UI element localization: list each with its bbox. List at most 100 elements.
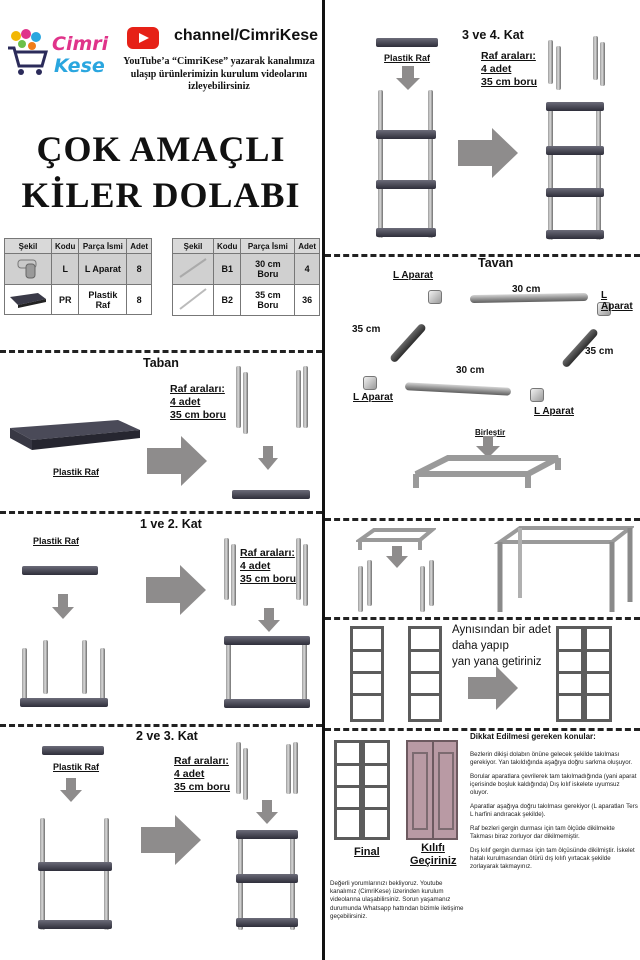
raf-label: Raf araları:: [174, 755, 229, 767]
l-aparat-label: L Aparat: [393, 270, 434, 281]
section-divider: [325, 617, 640, 620]
raf-length: 35 cm boru: [481, 76, 538, 88]
shelf: [376, 130, 436, 139]
pipe-35-image: [172, 284, 214, 316]
pipe-30: [404, 382, 512, 396]
l-aparat-connector: [597, 302, 611, 316]
shelf-label: Plastik Raf: [53, 762, 100, 772]
raf-length: 35 cm boru: [170, 409, 227, 421]
shelf: [236, 918, 298, 927]
shelf: [224, 636, 310, 645]
note-item: Bezlerin dikişi dolabın önüne gelecek şe…: [470, 751, 633, 766]
length-label: 35 cm: [352, 324, 381, 335]
shelf-unit: [408, 626, 442, 722]
roof-frame: [356, 528, 436, 550]
section-divider: [325, 728, 640, 731]
pipe: [243, 372, 248, 434]
raf-info-taban: Raf araları: 4 adet 35 cm boru: [170, 383, 226, 422]
note-item: Raf bezleri gergin durması için tam ölçü…: [470, 825, 615, 840]
pipe: [429, 560, 434, 606]
raf-info-kat12: Raf araları: 4 adet 35 cm boru: [240, 547, 296, 586]
shelf: [22, 566, 98, 575]
table-cell: L: [50, 253, 80, 285]
th-qty: Adet: [294, 238, 320, 254]
pipe: [293, 742, 298, 794]
shelf: [224, 699, 310, 708]
pipe: [358, 566, 363, 612]
arrow-right-icon: [141, 815, 201, 865]
shelf: [42, 746, 104, 755]
raf-label: Raf araları:: [481, 50, 536, 62]
text-line: daha yapıp: [452, 640, 509, 652]
raf-label: Raf araları:: [170, 383, 225, 395]
pipe: [302, 640, 307, 706]
table-cell: 8: [126, 284, 152, 315]
arrow-down-icon: [60, 778, 82, 802]
th-shape: Şekil: [4, 238, 52, 254]
raf-count: 4 adet: [240, 560, 271, 572]
arrow-right-icon: [146, 565, 206, 615]
shelf: [38, 862, 112, 871]
shelf: [232, 490, 310, 499]
shelf: [236, 874, 298, 883]
section-title-kat12: 1 ve 2. Kat: [140, 517, 202, 531]
final-unit: [362, 740, 390, 840]
pipe: [548, 104, 553, 240]
shelf-label: Plastik Raf: [33, 536, 80, 546]
pipe-35: [388, 322, 428, 364]
shelf: [546, 146, 604, 155]
pipe: [303, 366, 308, 428]
shelf-illustration: [10, 420, 140, 450]
pipe: [428, 90, 433, 238]
arrow-down-icon: [258, 446, 278, 470]
pipe: [548, 40, 553, 84]
pipe: [593, 36, 598, 80]
shelf: [20, 698, 108, 707]
arrow-down-icon: [396, 66, 420, 92]
arrow-right-icon: [458, 128, 518, 178]
center-divider: [322, 0, 325, 960]
l-aparat-label: L Aparat: [601, 290, 633, 312]
pipe: [40, 818, 45, 930]
table-cell: Plastik Raf: [78, 284, 128, 315]
shelf: [546, 230, 604, 239]
section-title-kat34: 3 ve 4. Kat: [462, 28, 524, 42]
pipe: [596, 104, 601, 240]
th-code: Kodu: [50, 238, 80, 254]
title-line2: KİLER DOLABI: [21, 175, 301, 215]
section-title-taban: Taban: [143, 356, 179, 370]
birlestir-label: Birleştir: [475, 428, 506, 437]
pipe: [600, 42, 605, 86]
pipe: [100, 648, 105, 706]
pipe: [82, 640, 87, 694]
pipe: [303, 544, 308, 606]
pipe: [286, 744, 291, 794]
section-divider: [0, 511, 322, 514]
table-cell: 8: [126, 253, 152, 285]
cover-unit: [406, 740, 458, 840]
raf-info-kat23: Raf araları: 4 adet 35 cm boru: [174, 755, 230, 794]
parts-table-left: Şekil Kodu Parça İsmi Adet L L Aparat 8 …: [4, 238, 152, 315]
shelf-unit: [556, 626, 584, 722]
shelf-unit: [350, 626, 384, 722]
final-label: Final: [354, 846, 380, 858]
arrow-right-icon: [147, 436, 207, 486]
shelf-label: Plastik Raf: [384, 53, 431, 63]
shelf: [236, 830, 298, 839]
pipe: [224, 538, 229, 600]
pipe-30-image: [172, 253, 214, 285]
title-line1: ÇOK AMAÇLI: [36, 129, 286, 169]
raf-length: 35 cm boru: [174, 781, 231, 793]
note-item: Aparatlar aşağıya doğru takılması gereki…: [470, 803, 638, 818]
arrow-down-icon: [386, 546, 408, 568]
shelf: [376, 180, 436, 189]
note-item: Borular aparatlara çevrilerek tam takılm…: [470, 773, 637, 796]
note-item: Dış kılıf gergin durması için tam ölçüsü…: [470, 847, 635, 870]
notes-title: Dikkat Edilmesi gereken konular:: [470, 732, 596, 741]
section-title-kat23: 2 ve 3. Kat: [136, 729, 198, 743]
text-line: Aynısından bir adet: [452, 624, 551, 636]
shelf: [376, 228, 436, 237]
raf-length: 35 cm boru: [240, 573, 297, 585]
shelf: [546, 188, 604, 197]
table-cell: 4: [294, 253, 320, 285]
